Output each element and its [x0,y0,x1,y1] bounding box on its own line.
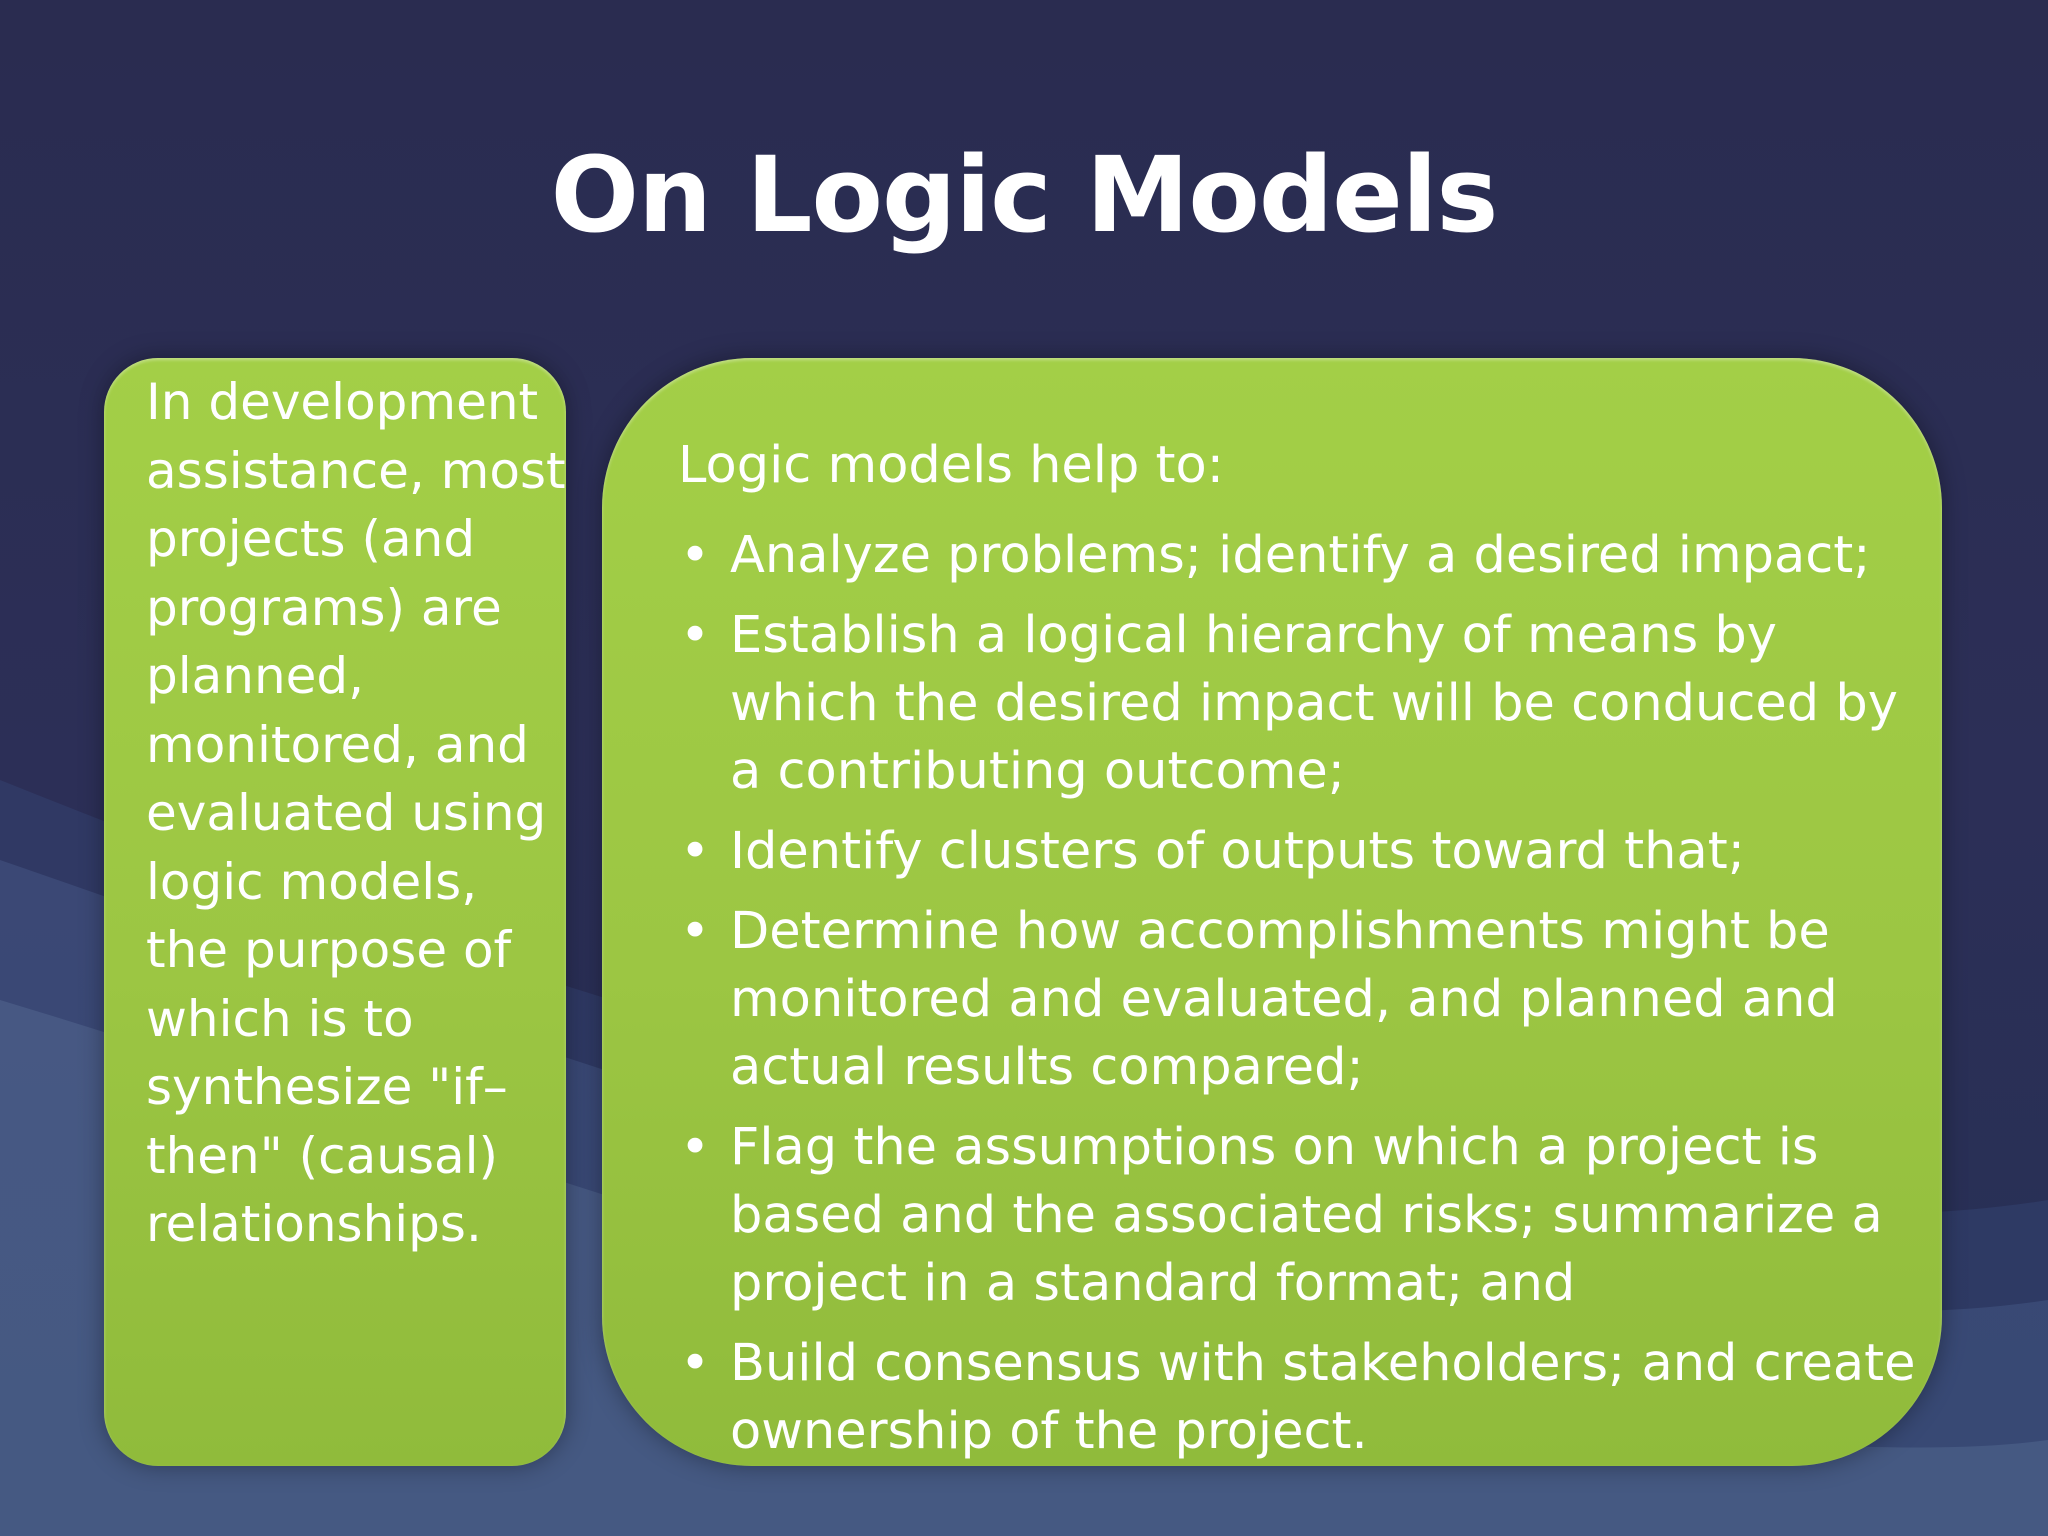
right-panel-intro: Logic models help to: [678,436,1224,495]
bullet-dot-icon: • [680,606,711,665]
list-item: • Analyze problems; identify a desired im… [678,522,1938,590]
list-item-text: Analyze problems; identify a desired imp… [730,526,1871,585]
list-item: • Identify clusters of outputs toward tha… [678,818,1938,886]
list-item: • Flag the assumptions on which a project… [678,1114,1938,1318]
list-item-text: Identify clusters of outputs toward that… [730,822,1745,881]
list-item: • Establish a logical hierarchy of means … [678,602,1938,806]
bullet-dot-icon: • [680,1118,711,1177]
left-panel-text: In development assistance, most projects… [146,373,566,1253]
bullet-dot-icon: • [680,902,711,961]
list-item: • Determine how accomplishments might be … [678,898,1938,1102]
list-item-text: Establish a logical hierarchy of means b… [730,606,1898,801]
list-item-text: Determine how accomplishments might be m… [730,902,1838,1097]
left-panel: In development assistance, most projects… [104,358,566,1466]
list-item: • Build consensus with stakeholders; and … [678,1330,1938,1466]
right-panel: Logic models help to: • Analyze problems;… [602,358,1942,1466]
list-item-text: Build consensus with stakeholders; and c… [730,1334,1916,1461]
bullet-dot-icon: • [680,526,711,585]
benefits-list: • Analyze problems; identify a desired im… [678,522,1938,1478]
list-item-text: Flag the assumptions on which a project … [730,1118,1883,1313]
bullet-dot-icon: • [680,822,711,881]
slide-title: On Logic Models [550,134,1499,256]
bullet-dot-icon: • [680,1334,711,1393]
